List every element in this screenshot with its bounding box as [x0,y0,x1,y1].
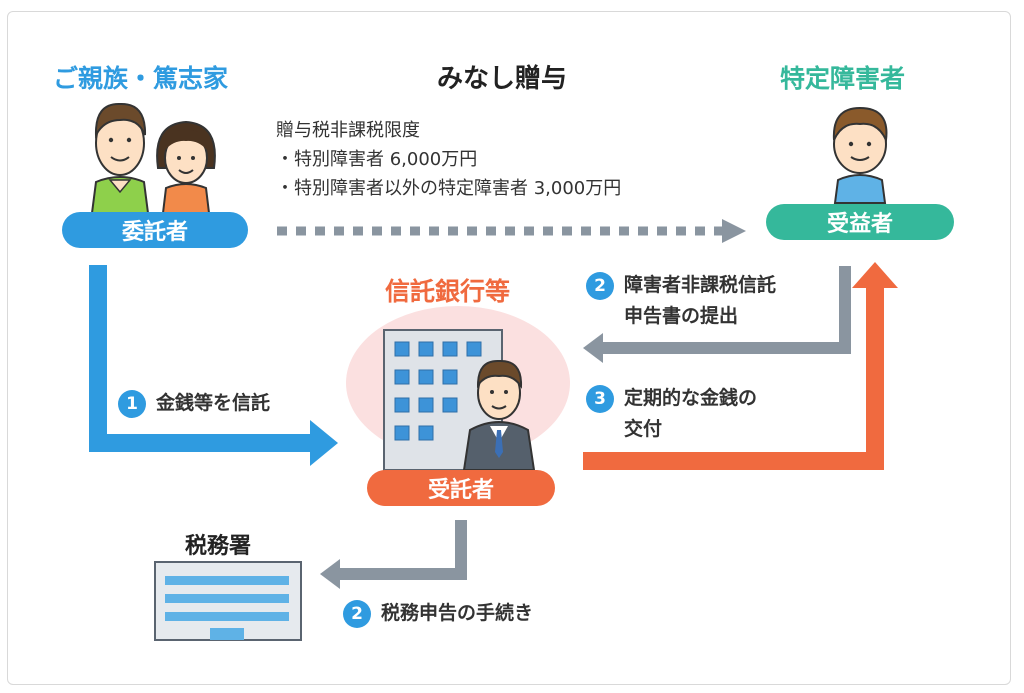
step-periodic-payment: 3 定期的な金銭の 交付 [586,385,757,445]
beneficiary-role-badge: 受益者 [766,204,954,240]
step-label: 金銭等を信託 [156,392,271,414]
step-number: 1 [118,390,146,418]
settlor-woman-icon [156,120,216,214]
step-label: 税務申告の手続き [381,602,534,624]
settlor-heading: ご親族・篤志家 [53,64,229,93]
settlor-man-icon [90,102,150,214]
beneficiary-heading: 特定障害者 [780,64,906,93]
trustee-heading: 信託銀行等 [385,277,511,306]
step-label: 定期的な金銭の 交付 [624,387,758,440]
tax-office-heading: 税務署 [185,534,252,559]
beneficiary-person-icon [832,106,888,204]
tax-filing-arrow [320,520,467,589]
tax-limit-line: ・特別障害者 6,000万円 [276,149,478,170]
gift-dotted-arrow [277,219,746,243]
bank-illustration [346,306,570,471]
diagram-title: みなし贈与 [437,64,568,94]
periodic-payment-arrow [583,262,898,470]
step-label: 障害者非課税信託 申告書の提出 [624,274,777,327]
step-number: 2 [343,600,371,628]
step-trust-money: 1 金銭等を信託 [118,390,270,419]
step-application-submit: 2 障害者非課税信託 申告書の提出 [586,272,776,332]
tax-limit-heading: 贈与税非課税限度 [276,120,420,141]
trust-money-arrow [89,265,338,466]
step-number: 2 [586,272,614,300]
application-submit-arrow [583,266,851,363]
step-number: 3 [586,385,614,413]
tax-office-building-icon [154,561,302,641]
trustee-role-badge: 受託者 [367,470,555,506]
step-tax-filing: 2 税務申告の手続き [343,600,533,629]
settlor-role-badge: 委託者 [62,212,248,248]
tax-limit-line: ・特別障害者以外の特定障害者 3,000万円 [276,178,622,199]
trustee-person-icon [462,359,536,471]
